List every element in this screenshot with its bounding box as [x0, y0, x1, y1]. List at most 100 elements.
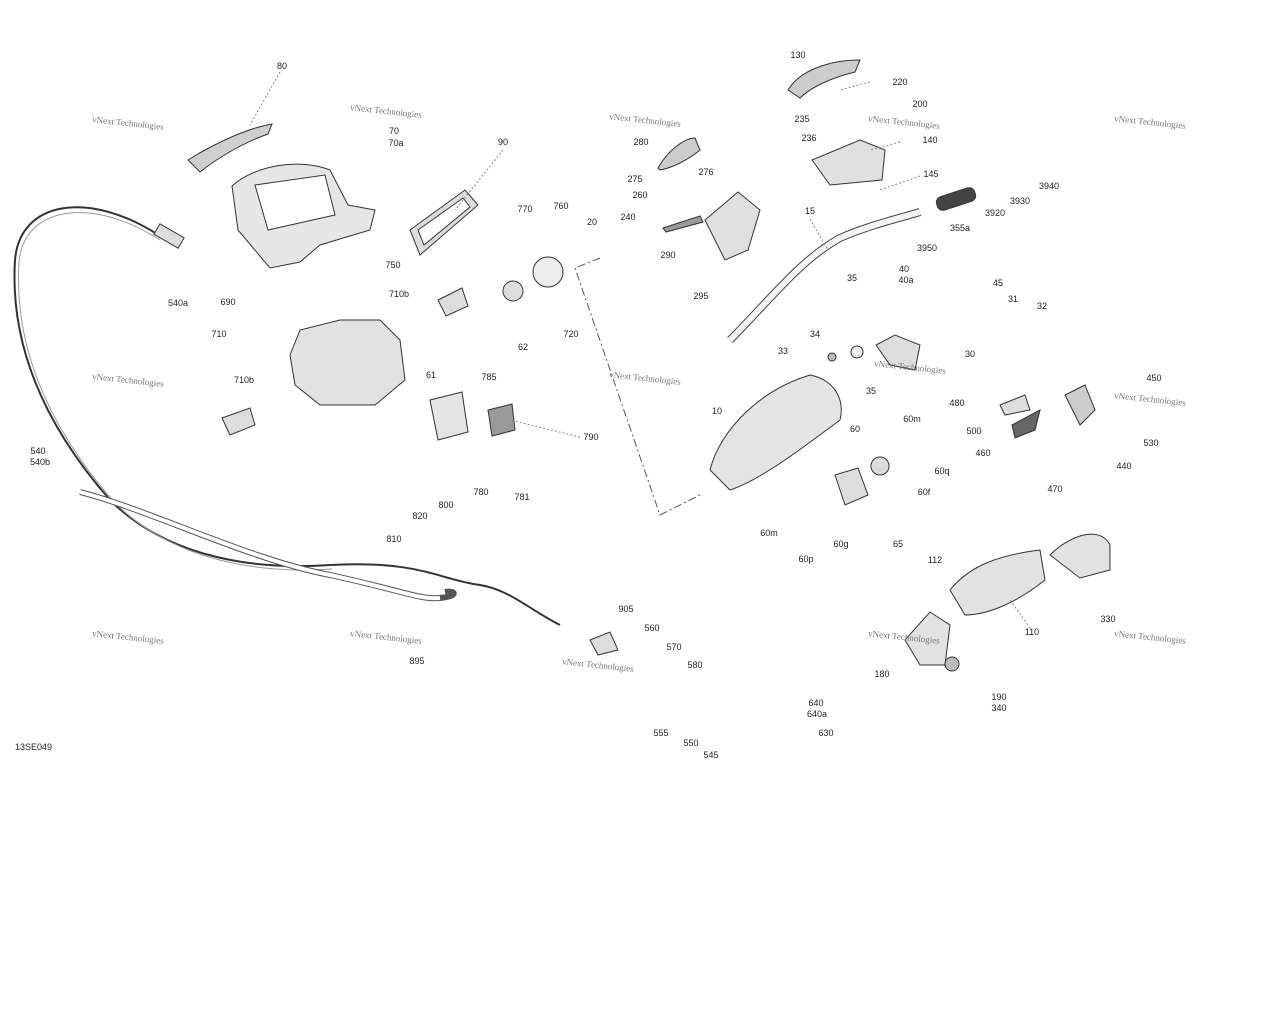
part-label: 640: [808, 698, 824, 708]
assembly-outline: [574, 257, 701, 516]
part-15-handlebar-inner: [727, 209, 921, 343]
part-label: 785: [481, 372, 497, 382]
part-label: 32: [1036, 301, 1048, 311]
part-290: [704, 191, 761, 261]
part-label: 130: [790, 50, 806, 60]
part-710b: [221, 407, 256, 436]
part-355a-grip: [935, 187, 977, 211]
part-label: 290: [660, 250, 676, 260]
part-label: 60: [849, 424, 861, 434]
part-34: [850, 345, 864, 359]
part-label: 60f: [917, 487, 931, 497]
part-280: [657, 137, 701, 171]
part-130: [787, 59, 861, 99]
part-label: 200: [912, 99, 928, 109]
part-label: 35: [865, 386, 877, 396]
part-330: [1049, 533, 1111, 579]
part-label: 61: [425, 370, 437, 380]
part-label: 235: [794, 114, 810, 124]
part-label: 330: [1100, 614, 1116, 624]
part-label: 60m: [903, 414, 921, 424]
part-label: 530: [1143, 438, 1159, 448]
part-label: 35: [846, 273, 858, 283]
part-label: 905: [618, 604, 634, 614]
part-label: 800: [438, 500, 454, 510]
part-label: 555: [653, 728, 669, 738]
part-label: 60p: [798, 554, 814, 564]
part-label: 40: [898, 264, 910, 274]
part-label: 820: [412, 511, 428, 521]
part-460: [1011, 409, 1041, 439]
part-label: 70a: [388, 138, 404, 148]
part-790: [487, 403, 516, 437]
part-label: 140: [922, 135, 938, 145]
part-720: [502, 280, 524, 302]
part-10: [709, 374, 842, 491]
part-label: 62: [517, 342, 529, 352]
part-label: 65: [892, 539, 904, 549]
part-label: 20: [586, 217, 598, 227]
throttle-cable-sheath: [17, 212, 333, 571]
part-140: [811, 139, 886, 186]
part-label: 90: [497, 137, 509, 147]
part-label: 500: [966, 426, 982, 436]
part-label: 33: [777, 346, 789, 356]
part-label: 720: [563, 329, 579, 339]
part-90-inner: [417, 197, 471, 246]
part-label: 60g: [833, 539, 849, 549]
part-70-window: [254, 174, 336, 231]
part-label: 70: [388, 126, 400, 136]
diagram-code: 13SE049: [15, 742, 53, 752]
part-label: 710b: [388, 289, 410, 299]
part-label: 34: [809, 329, 821, 339]
part-label: 790: [583, 432, 599, 442]
part-label: 470: [1047, 484, 1063, 494]
part-label: 540a: [167, 298, 189, 308]
part-label: 780: [473, 487, 489, 497]
part-label: 630: [818, 728, 834, 738]
part-label: 640a: [806, 709, 828, 719]
part-label: 355a: [949, 223, 971, 233]
part-15-handlebar: [727, 208, 922, 343]
part-label: 3930: [1009, 196, 1031, 206]
part-label: 295: [693, 291, 709, 301]
part-780: [429, 391, 469, 441]
part-label: 770: [517, 204, 533, 214]
part-240: [662, 215, 704, 233]
part-label: 31: [1007, 294, 1019, 304]
part-label: 112: [927, 555, 943, 565]
part-label: 15: [804, 206, 816, 216]
part-label: 810: [386, 534, 402, 544]
part-180: [904, 611, 951, 666]
part-label: 80: [276, 61, 288, 71]
part-label: 180: [874, 669, 890, 679]
part-label: 340: [991, 703, 1007, 713]
part-label: 260: [632, 190, 648, 200]
part-label: 3950: [916, 243, 938, 253]
part-label: 781: [514, 492, 530, 502]
part-label: 276: [698, 167, 714, 177]
part-label: 110: [1024, 627, 1040, 637]
part-label: 690: [220, 297, 236, 307]
part-label: 760: [553, 201, 569, 211]
leader-lines: [249, 71, 1031, 629]
part-label: 30: [964, 349, 976, 359]
part-label: 236: [801, 133, 817, 143]
cable-adjuster: [153, 223, 185, 249]
part-500: [999, 394, 1031, 416]
part-label: 3940: [1038, 181, 1060, 191]
steering-hose: [79, 489, 457, 602]
part-label: 480: [949, 398, 965, 408]
part-label: 570: [666, 642, 682, 652]
part-33: [827, 352, 837, 362]
part-label: 145: [923, 169, 939, 179]
part-label: 10: [711, 406, 723, 416]
part-label: 190: [991, 692, 1007, 702]
part-60: [834, 467, 869, 506]
part-label: 895: [409, 656, 425, 666]
part-20: [532, 256, 564, 288]
part-label: 3920: [984, 208, 1006, 218]
part-110: [949, 549, 1046, 616]
part-label: 275: [627, 174, 643, 184]
